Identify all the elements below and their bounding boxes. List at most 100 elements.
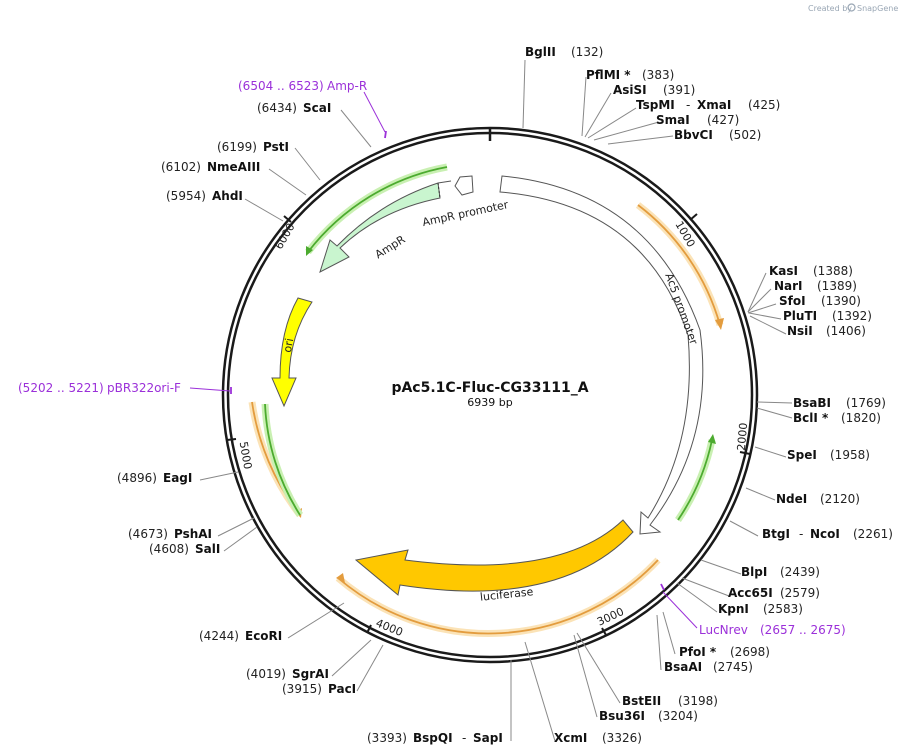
site-paci[interactable]: (3915)PacI xyxy=(282,682,356,696)
site-nmeaiii[interactable]: (6102)NmeAIII xyxy=(161,160,260,174)
site-bsu36i[interactable]: Bsu36I(3204) xyxy=(599,709,698,723)
svg-text:Acc65I(2579): Acc65I(2579) xyxy=(728,586,820,600)
site-bglii[interactable]: BglII(132) xyxy=(525,45,603,59)
site-acc65i[interactable]: Acc65I(2579) xyxy=(728,586,820,600)
svg-text:XcmI(3326): XcmI(3326) xyxy=(554,731,642,745)
svg-text:(6102)NmeAIII: (6102)NmeAIII xyxy=(161,160,260,174)
svg-text:BglII(132): BglII(132) xyxy=(525,45,603,59)
svg-text:TspMI-XmaI(425): TspMI-XmaI(425) xyxy=(636,98,780,112)
svg-text:(2657 .. 2675): (2657 .. 2675) xyxy=(760,623,846,637)
svg-text:(4896)EagI: (4896)EagI xyxy=(117,471,192,485)
site-btgi-ncoi[interactable]: BtgI-NcoI(2261) xyxy=(762,527,893,541)
svg-text:PfoI *(2698): PfoI *(2698) xyxy=(679,645,770,659)
site-bbvci[interactable]: BbvCI(502) xyxy=(674,128,761,142)
site-eagi[interactable]: (4896)EagI xyxy=(117,471,192,485)
scale-tick-3000: 3000 xyxy=(595,605,626,636)
green-arc-left xyxy=(261,403,303,517)
plasmid-length: 6939 bp xyxy=(467,396,512,409)
svg-text:(6434)ScaI: (6434)ScaI xyxy=(257,101,331,115)
svg-text:(3915)PacI: (3915)PacI xyxy=(282,682,356,696)
site-smai[interactable]: SmaI(427) xyxy=(656,113,739,127)
site-tspmi-xmai[interactable]: TspMI-XmaI(425) xyxy=(636,98,780,112)
site-sfoi[interactable]: SfoI(1390) xyxy=(779,294,861,308)
svg-text:NsiI(1406): NsiI(1406) xyxy=(787,324,866,338)
site-blpi[interactable]: BlpI(2439) xyxy=(741,565,820,579)
ac5-promoter-label: Ac5 promoter xyxy=(662,271,700,346)
feature-ampr-promoter[interactable] xyxy=(454,175,474,196)
site-ndei[interactable]: NdeI(2120) xyxy=(776,492,860,506)
svg-text:LucNrev: LucNrev xyxy=(699,623,748,637)
svg-text:(6199)PstI: (6199)PstI xyxy=(217,140,289,154)
svg-text:(4673)PshAI: (4673)PshAI xyxy=(128,527,212,541)
created-by-text: Created by xyxy=(808,4,852,13)
feature-luciferase[interactable] xyxy=(354,519,634,596)
feature-ampr[interactable] xyxy=(319,180,452,273)
site-psti[interactable]: (6199)PstI xyxy=(217,140,289,154)
site-ahdi[interactable]: (5954)AhdI xyxy=(166,189,243,203)
svg-text:2000: 2000 xyxy=(735,422,750,451)
svg-text:5000: 5000 xyxy=(237,440,255,470)
site-asisi[interactable]: AsiSI(391) xyxy=(613,83,695,97)
scale-tick-2000: 2000 xyxy=(735,422,750,455)
svg-text:BbvCI(502): BbvCI(502) xyxy=(674,128,761,142)
svg-text:Bsu36I(3204): Bsu36I(3204) xyxy=(599,709,698,723)
svg-text:AsiSI(391): AsiSI(391) xyxy=(613,83,695,97)
site-bspqi-sapi[interactable]: (3393)BspQI-SapI xyxy=(367,731,503,745)
site-sgrai[interactable]: (4019)SgrAI xyxy=(246,667,329,681)
site-nsii[interactable]: NsiI(1406) xyxy=(787,324,866,338)
svg-text:NarI(1389): NarI(1389) xyxy=(774,279,857,293)
site-bsteii[interactable]: BstEII(3198) xyxy=(622,694,718,708)
site-pfoi[interactable]: PfoI *(2698) xyxy=(679,645,770,659)
svg-text:pBR322ori-F: pBR322ori-F xyxy=(107,381,181,395)
site-scai[interactable]: (6434)ScaI xyxy=(257,101,331,115)
svg-text:(3393)BspQI-SapI: (3393)BspQI-SapI xyxy=(367,731,503,745)
scale-tick-5000: 5000 xyxy=(226,438,255,470)
site-spei[interactable]: SpeI(1958) xyxy=(787,448,870,462)
primer-pbr322ori-f[interactable]: (5202 .. 5221) pBR322ori-F xyxy=(18,381,232,395)
svg-text:KpnI(2583): KpnI(2583) xyxy=(718,602,803,616)
feature-ori[interactable] xyxy=(271,297,313,408)
site-xcmi[interactable]: XcmI(3326) xyxy=(554,731,642,745)
green-arc-top xyxy=(305,163,448,256)
primer-amp-r[interactable]: (6504 .. 6523) Amp-R xyxy=(238,79,387,139)
site-nari[interactable]: NarI(1389) xyxy=(774,279,857,293)
svg-text:KasI(1388): KasI(1388) xyxy=(769,264,853,278)
svg-text:BsaBI(1769): BsaBI(1769) xyxy=(793,396,886,410)
site-pluti[interactable]: PluTI(1392) xyxy=(783,309,872,323)
snapgene-brand-text: SnapGene xyxy=(857,4,898,13)
snapgene-logo: SnapGene xyxy=(847,3,898,13)
svg-text:(5954)AhdI: (5954)AhdI xyxy=(166,189,243,203)
site-bsabi[interactable]: BsaBI(1769) xyxy=(793,396,886,410)
svg-text:BsaAI(2745): BsaAI(2745) xyxy=(664,660,753,674)
site-pshai[interactable]: (4673)PshAI xyxy=(128,527,212,541)
svg-text:BclI *(1820): BclI *(1820) xyxy=(793,411,881,425)
site-pflmi[interactable]: PflMI *(383) xyxy=(586,68,674,82)
orf-arc-bottom xyxy=(335,557,661,638)
feature-ac5-promoter[interactable] xyxy=(499,175,704,535)
site-sali[interactable]: (4608)SalI xyxy=(149,542,220,556)
svg-text:BtgI-NcoI(2261): BtgI-NcoI(2261) xyxy=(762,527,893,541)
svg-text:SpeI(1958): SpeI(1958) xyxy=(787,448,870,462)
svg-text:(4244)EcoRI: (4244)EcoRI xyxy=(199,629,282,643)
site-bcli[interactable]: BclI *(1820) xyxy=(793,411,881,425)
ampr-label: AmpR xyxy=(373,233,408,262)
site-kasi[interactable]: KasI(1388) xyxy=(769,264,853,278)
green-arc-right xyxy=(675,434,716,522)
svg-text:SfoI(1390): SfoI(1390) xyxy=(779,294,861,308)
ori-label: ori xyxy=(281,337,296,353)
svg-text:Amp-R: Amp-R xyxy=(327,79,367,93)
svg-text:PluTI(1392): PluTI(1392) xyxy=(783,309,872,323)
svg-text:(4608)SalI: (4608)SalI xyxy=(149,542,220,556)
svg-text:(4019)SgrAI: (4019)SgrAI xyxy=(246,667,329,681)
site-leader-lines xyxy=(199,59,793,742)
orf-arc-top-right xyxy=(635,202,724,330)
site-ecori[interactable]: (4244)EcoRI xyxy=(199,629,282,643)
site-kpni[interactable]: KpnI(2583) xyxy=(718,602,803,616)
svg-text:BstEII(3198): BstEII(3198) xyxy=(622,694,718,708)
primer-lucnrev[interactable]: LucNrev (2657 .. 2675) xyxy=(660,583,846,637)
svg-text:SmaI(427): SmaI(427) xyxy=(656,113,739,127)
svg-text:NdeI(2120): NdeI(2120) xyxy=(776,492,860,506)
site-bsaai[interactable]: BsaAI(2745) xyxy=(664,660,753,674)
svg-text:PflMI *(383): PflMI *(383) xyxy=(586,68,674,82)
